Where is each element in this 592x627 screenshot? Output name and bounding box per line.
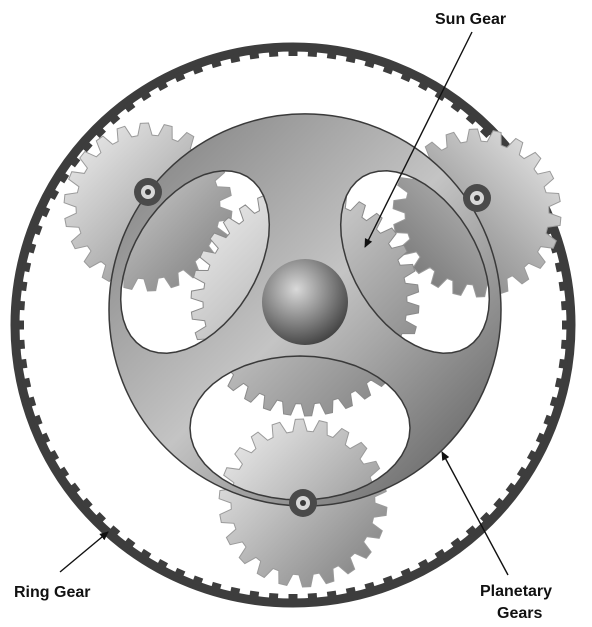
ring-gear-tooth [249, 591, 259, 600]
ring-gear-tooth [559, 359, 568, 369]
planetary-gears-label-line1: Planetary [480, 583, 552, 600]
ring-gear-tooth [289, 594, 298, 602]
carrier-hub [262, 259, 348, 345]
ring-gear-tooth [16, 340, 25, 350]
ring-gear-label: Ring Gear [14, 584, 90, 601]
pin-center [300, 500, 306, 506]
pin-center [145, 189, 151, 195]
ring-gear-tooth [18, 281, 27, 291]
ring-gear-tooth [16, 321, 24, 330]
sun-gear-label: Sun Gear [435, 11, 506, 28]
ring-gear-tooth [18, 359, 27, 369]
ring-gear-tooth [561, 340, 570, 350]
ring-gear-arrow [60, 532, 108, 572]
ring-gear-tooth [562, 321, 570, 330]
ring-gear-tooth [269, 593, 279, 602]
pin-center [474, 195, 480, 201]
ring-gear-tooth [559, 281, 568, 291]
ring-gear-tooth [308, 593, 318, 602]
ring-gear-tooth [269, 48, 279, 57]
ring-gear-tooth [289, 48, 298, 56]
ring-gear-tooth [16, 301, 25, 311]
ring-gear-tooth [561, 301, 570, 311]
ring-gear-tooth [308, 48, 318, 57]
planetary-gears-label-line2: Gears [497, 605, 542, 622]
ring-gear-tooth [327, 591, 337, 600]
ring-gear-tooth [249, 50, 259, 59]
ring-gear-tooth [327, 50, 337, 59]
